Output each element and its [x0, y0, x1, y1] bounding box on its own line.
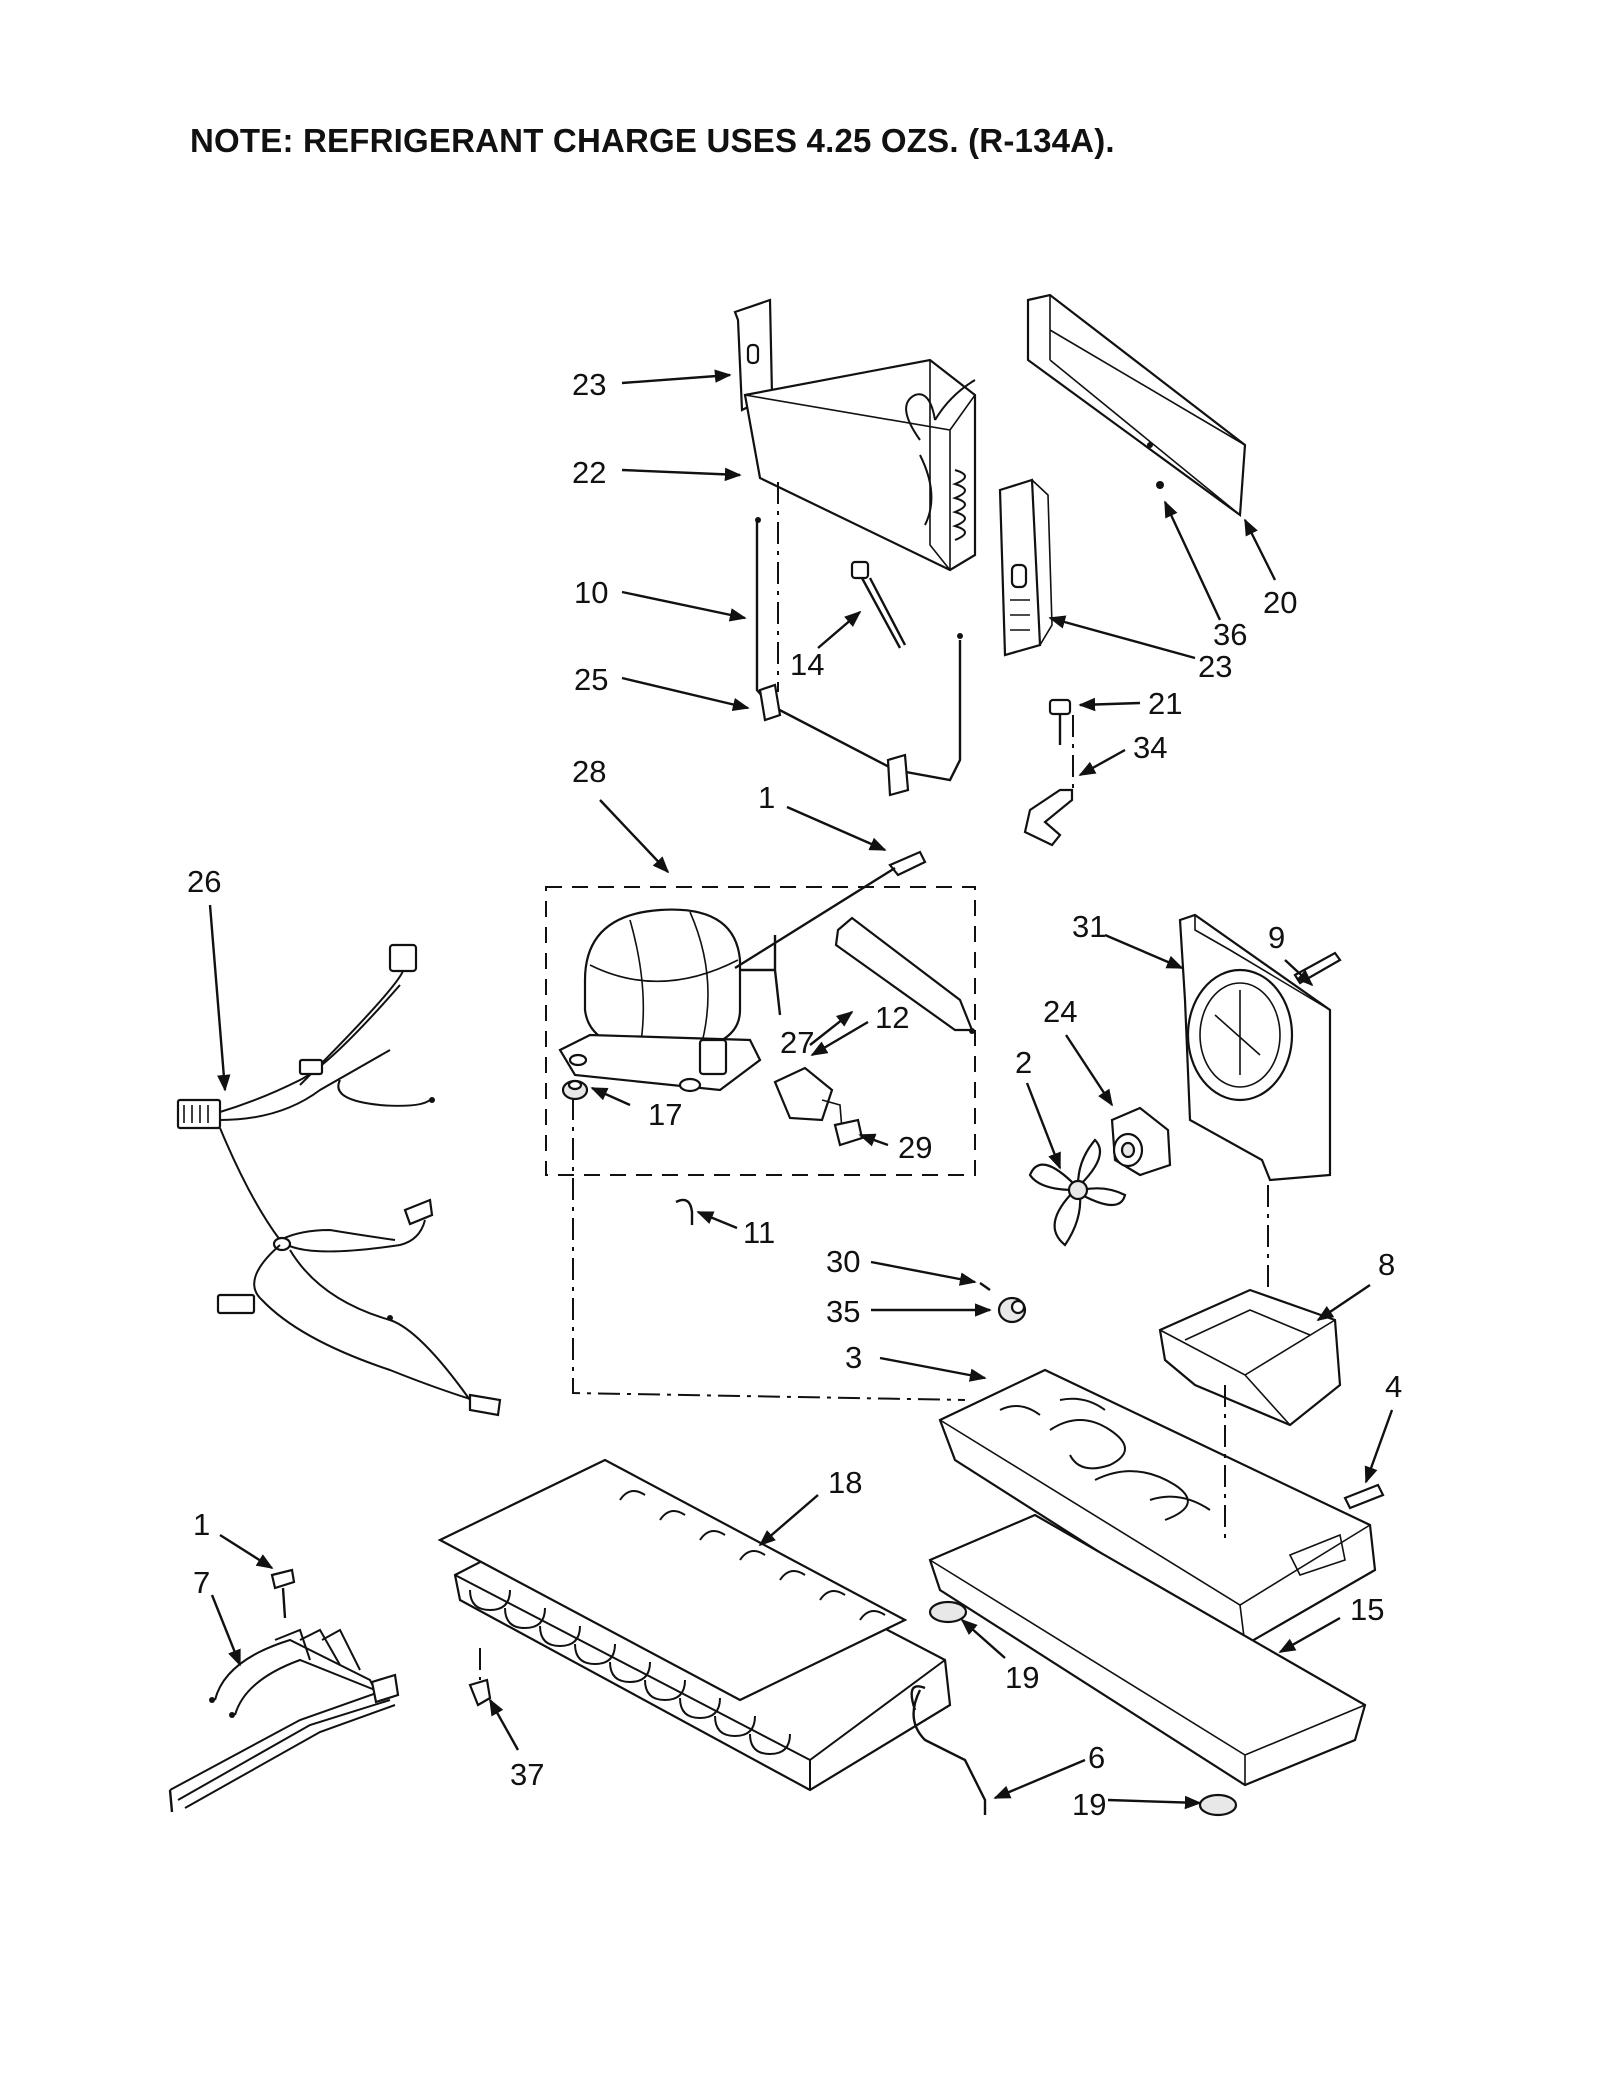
callout-18: 18 — [828, 1465, 862, 1500]
part-35 — [997, 1296, 1027, 1324]
evaporator-assembly — [733, 298, 977, 572]
callout-21: 21 — [1148, 686, 1182, 721]
callout-1-top: 1 — [758, 780, 775, 815]
compressor — [558, 908, 782, 1093]
foot-19-lower — [1198, 1793, 1238, 1817]
callout-2: 2 — [1015, 1045, 1032, 1080]
callout-10: 10 — [574, 575, 608, 610]
callout-15: 15 — [1350, 1592, 1384, 1627]
callout-17: 17 — [648, 1097, 682, 1132]
callout-9: 9 — [1268, 920, 1285, 955]
callout-labels: 23 22 10 25 14 23 36 20 21 34 28 1 26 27… — [187, 367, 1402, 1822]
screw-9 — [1293, 951, 1342, 985]
fan-blade-2 — [1028, 1138, 1127, 1247]
callout-7: 7 — [193, 1565, 210, 1600]
screw-1-bottom — [270, 1568, 296, 1619]
leader-arrows — [208, 369, 1394, 1810]
callout-20: 20 — [1263, 585, 1297, 620]
part-14 — [850, 560, 907, 649]
callout-3: 3 — [845, 1340, 862, 1375]
drain-pan-8 — [1158, 1288, 1342, 1427]
callout-23-top: 23 — [572, 367, 606, 402]
grommet-17 — [561, 1079, 589, 1101]
callout-36: 36 — [1213, 617, 1247, 652]
callout-8: 8 — [1378, 1247, 1395, 1282]
clip-37 — [468, 1678, 492, 1707]
callout-1-bottom: 1 — [193, 1507, 210, 1542]
part-30 — [979, 1282, 991, 1291]
foot-19-upper — [928, 1600, 968, 1624]
channel-part-20 — [1026, 293, 1247, 518]
wiring-harness-26 — [176, 943, 502, 1417]
screw-4 — [1343, 1483, 1385, 1510]
callout-11: 11 — [743, 1215, 775, 1250]
callout-19-upper: 19 — [1005, 1660, 1039, 1695]
condenser-18 — [437, 1458, 952, 1792]
base-plate-3 — [938, 1368, 1377, 1647]
side-plate-right — [998, 478, 1053, 657]
diagram-note: NOTE: REFRIGERANT CHARGE USES 4.25 OZS. … — [190, 122, 1115, 159]
callout-31: 31 — [1072, 909, 1106, 944]
callout-19-lower: 19 — [1072, 1787, 1106, 1822]
callout-12: 12 — [875, 1000, 909, 1035]
callout-6: 6 — [1088, 1740, 1105, 1775]
clip-34 — [1023, 788, 1074, 847]
callout-29: 29 — [898, 1130, 932, 1165]
callout-37: 37 — [510, 1757, 544, 1792]
cover-plate-15 — [928, 1513, 1367, 1787]
callout-35: 35 — [826, 1294, 860, 1329]
heater-wire-and-bracket — [755, 517, 963, 797]
callout-23-right: 23 — [1198, 649, 1232, 684]
callout-26: 26 — [187, 864, 221, 899]
part-11 — [675, 1198, 694, 1225]
callout-27: 27 — [780, 1025, 814, 1060]
fan-shroud-31 — [1178, 913, 1332, 1182]
callout-14: 14 — [790, 647, 824, 682]
screw-21 — [1048, 698, 1072, 745]
screw-1-top — [734, 850, 927, 970]
callout-4: 4 — [1385, 1369, 1402, 1404]
callout-28: 28 — [572, 754, 606, 789]
fan-motor-24 — [1110, 1106, 1172, 1177]
callout-24: 24 — [1043, 994, 1077, 1029]
callout-34: 34 — [1133, 730, 1167, 765]
callout-25: 25 — [574, 662, 608, 697]
callout-22: 22 — [572, 455, 606, 490]
tube-6 — [910, 1685, 987, 1815]
wire-harness-7 — [168, 1628, 400, 1813]
drier-27 — [834, 916, 975, 1034]
relay-12 — [773, 1066, 843, 1131]
assembly-lines — [479, 482, 1269, 1680]
callout-30: 30 — [826, 1244, 860, 1279]
cover-29 — [833, 1118, 864, 1147]
